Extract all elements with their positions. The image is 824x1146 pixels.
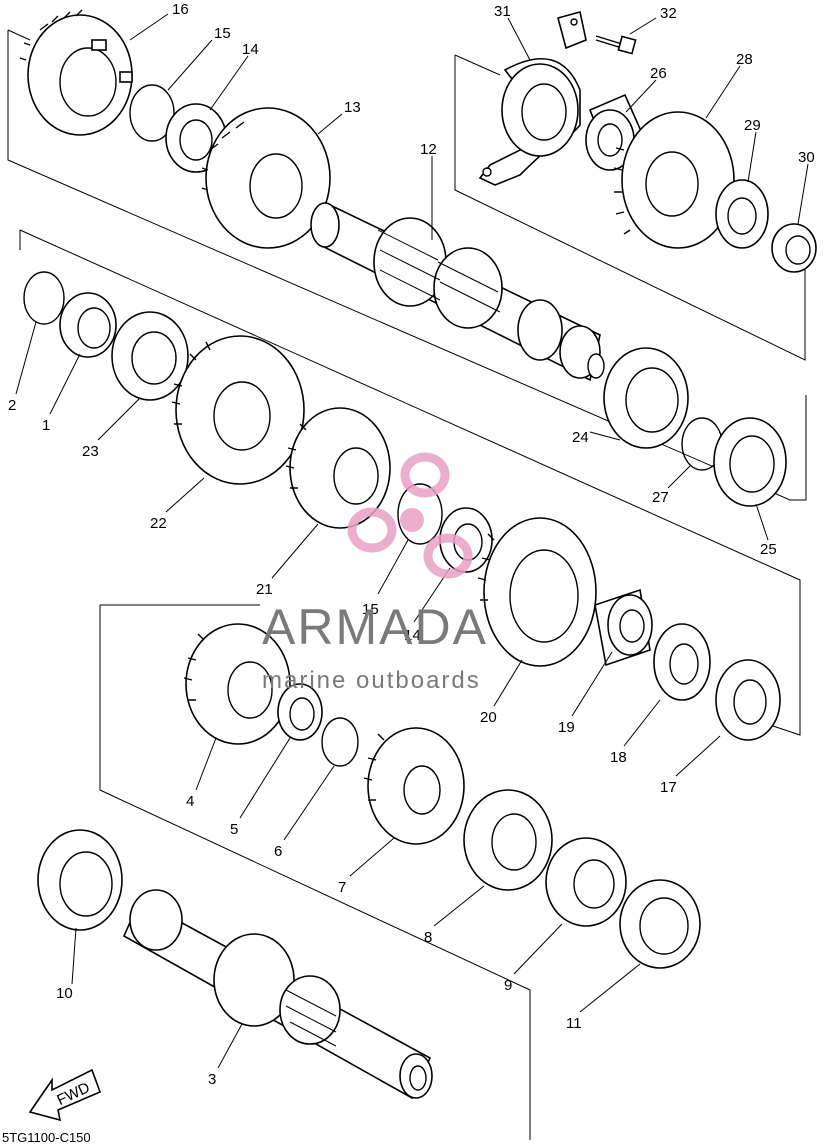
part-17-washer [715, 659, 781, 741]
callout-26: 26 [650, 65, 667, 82]
part-7-gear [363, 727, 465, 845]
part-28-sprocket [613, 111, 735, 249]
part-8-gear [463, 789, 553, 891]
callout-23: 23 [82, 443, 99, 460]
callout-21: 21 [256, 581, 273, 598]
lower-group-frame [99, 604, 531, 1140]
callout-3: 3 [208, 1071, 216, 1088]
callout-15: 15 [214, 25, 231, 42]
watermark-tagline: marine outboards [262, 667, 481, 694]
part-16-gear [19, 9, 133, 136]
callout-29: 29 [744, 117, 761, 134]
armada-logo-icon [347, 452, 473, 579]
part-12-main-shaft [310, 202, 605, 382]
part-11-bearing [619, 879, 701, 969]
part-9-gear [545, 837, 627, 927]
callout-5: 5 [230, 821, 238, 838]
callout-25: 25 [760, 541, 777, 558]
part-4-gear [183, 623, 291, 745]
callout-28: 28 [736, 51, 753, 68]
callout-22: 22 [150, 515, 167, 532]
part-21-gear [285, 407, 391, 529]
armada-watermark: ARMADA marine outboards [262, 452, 488, 694]
callout-4: 4 [186, 793, 194, 810]
callout-14b: 14 [404, 627, 421, 644]
part-13-gear [201, 107, 331, 249]
diagram-code: 5TG1100-C150 [2, 1130, 91, 1145]
callout-10: 10 [56, 985, 73, 1002]
part-31-plate [478, 11, 587, 186]
callout-8: 8 [424, 929, 432, 946]
callout-30: 30 [798, 149, 815, 166]
callout-11: 11 [566, 1015, 582, 1032]
middle-group-frame [19, 229, 801, 736]
callout-15b: 15 [362, 601, 379, 618]
callout-20: 20 [480, 709, 497, 726]
part-1-collar [59, 292, 117, 358]
part-24-bearing [603, 347, 689, 449]
callout-27: 27 [652, 489, 669, 506]
callout-31: 31 [494, 3, 511, 20]
callout-32: 32 [660, 5, 677, 22]
callout-2: 2 [8, 397, 16, 414]
callout-7: 7 [338, 879, 346, 896]
callout-13: 13 [344, 99, 361, 116]
part-20-gear [477, 517, 597, 667]
callout-24: 24 [572, 429, 589, 446]
callout-6: 6 [274, 843, 282, 860]
part-15b-circlip [397, 483, 443, 545]
part-18-washer [653, 623, 711, 701]
part-29-lock-washer [715, 179, 769, 249]
main-shaft-frame [7, 29, 807, 501]
part-30-nut [771, 223, 817, 273]
callout-12: 12 [420, 141, 437, 158]
part-23-bearing [111, 311, 189, 401]
part-25-oil-seal [713, 417, 787, 507]
callout-1: 1 [42, 417, 50, 434]
part-32-bolt [595, 35, 637, 55]
part-6-circlip [321, 717, 359, 767]
part-15-circlip [129, 84, 175, 142]
callout-14: 14 [242, 41, 259, 58]
callout-9: 9 [504, 977, 512, 994]
watermark-brand: ARMADA [262, 599, 488, 655]
part-5-washer [277, 683, 323, 741]
part-10-bearing [37, 829, 123, 931]
part-19-bushing [594, 588, 653, 667]
callout-19: 19 [558, 719, 575, 736]
callout-labels: 16 15 14 13 12 31 32 26 28 29 30 2 1 23 … [8, 1, 815, 1088]
fwd-arrow-icon: FWD [28, 1068, 102, 1122]
part-2-circlip [23, 271, 65, 325]
part-22-gear [171, 335, 305, 485]
drive-sprocket-frame [454, 54, 806, 361]
leader-lines [15, 13, 809, 1069]
callout-17: 17 [660, 779, 677, 796]
part-3-drive-axle [122, 889, 433, 1100]
callout-18: 18 [610, 749, 627, 766]
callout-16: 16 [172, 1, 189, 18]
